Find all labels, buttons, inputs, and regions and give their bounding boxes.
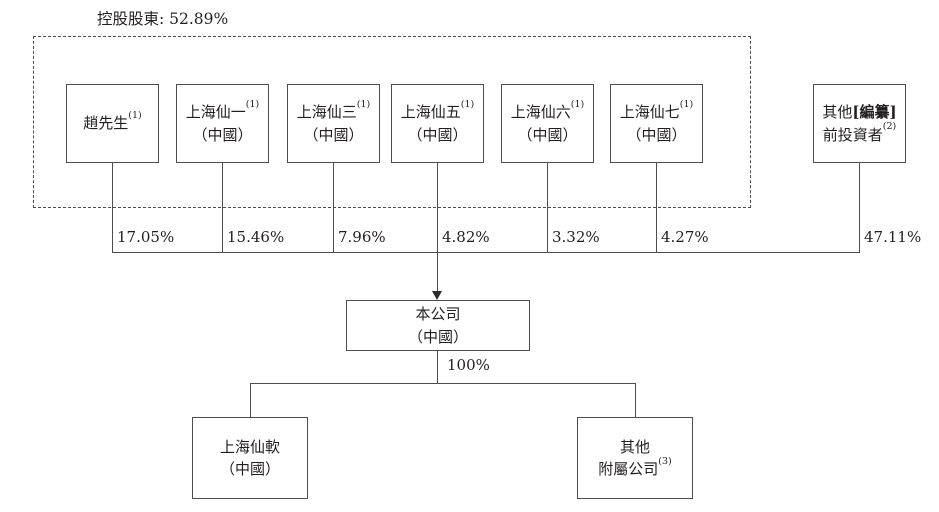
connector-drop-6 [655, 162, 657, 253]
connector-branch-drop-left [249, 382, 251, 418]
subsidiary-line2: （中國） [219, 460, 280, 478]
shareholder-name: 上海仙五(1) [400, 98, 475, 121]
shareholder-name: 上海仙七(1) [619, 98, 694, 121]
connector-bus-line [111, 251, 860, 253]
connector-drop-4 [436, 162, 438, 253]
pct-label-2: 15.46% [227, 228, 285, 246]
shareholder-name: 上海仙三(1) [296, 98, 371, 121]
redacted-marker: [編纂] [852, 103, 897, 121]
pct-label-7: 47.11% [864, 228, 922, 246]
pct-label-5: 3.32% [552, 228, 600, 246]
shareholder-box-xianyi: 上海仙一(1) （中國） [176, 84, 269, 163]
connector-drop-2 [221, 162, 223, 253]
subsidiary-box-xianruan: 上海仙軟 （中國） [192, 417, 308, 499]
shareholder-box-xianliu: 上海仙六(1) （中國） [501, 84, 594, 163]
subsidiary-box-other: 其他 附屬公司(3) [577, 417, 693, 499]
shareholder-country: （中國） [407, 125, 468, 144]
subsidiary-name: 上海仙軟 [219, 437, 280, 456]
company-box: 本公司 （中國） [346, 300, 530, 351]
connector-drop-1 [111, 162, 113, 253]
other-pre-investors-line1: 其他[編纂] [822, 103, 897, 121]
shareholder-country: （中國） [303, 125, 364, 144]
other-pre-investors-line2: 前投資者(2) [822, 121, 897, 144]
connector-branch-drop-right [634, 382, 636, 418]
shareholder-country: （中國） [192, 125, 253, 144]
connector-drop-7 [858, 162, 860, 253]
connector-arrow-shaft [436, 252, 438, 293]
pct-label-3: 7.96% [338, 228, 386, 246]
pct-label-6: 4.27% [661, 228, 709, 246]
pct-label-1: 17.05% [117, 228, 175, 246]
arrow-down-icon [431, 291, 442, 300]
shareholder-country: （中國） [517, 125, 578, 144]
connector-company-stem [436, 351, 438, 384]
connector-drop-5 [546, 162, 548, 253]
shareholder-name: 上海仙一(1) [185, 98, 260, 121]
shareholder-name: 上海仙六(1) [510, 98, 585, 121]
other-pre-investors-box: 其他[編纂] 前投資者(2) [813, 84, 906, 163]
company-name: 本公司 [415, 305, 461, 323]
company-country: （中國） [407, 327, 468, 346]
subsidiary-name: 其他 [619, 437, 650, 456]
ownership-pct-label: 100% [447, 356, 490, 374]
controlling-shareholder-label: 控股股東: 52.89% [97, 10, 229, 28]
controlling-shareholder-group-outline [33, 36, 751, 208]
subsidiary-line2: 附屬公司(3) [598, 455, 672, 478]
shareholder-box-xianqi: 上海仙七(1) （中國） [610, 84, 703, 163]
connector-branch-line [249, 382, 636, 384]
shareholder-box-xiansan: 上海仙三(1) （中國） [287, 84, 380, 163]
shareholder-name: 趙先生(1) [83, 109, 142, 133]
connector-drop-3 [332, 162, 334, 253]
shareholder-box-zhao: 趙先生(1) [66, 84, 159, 163]
shareholder-box-xianwu: 上海仙五(1) （中國） [391, 84, 484, 163]
shareholder-country: （中國） [626, 125, 687, 144]
pct-label-4: 4.82% [442, 228, 490, 246]
